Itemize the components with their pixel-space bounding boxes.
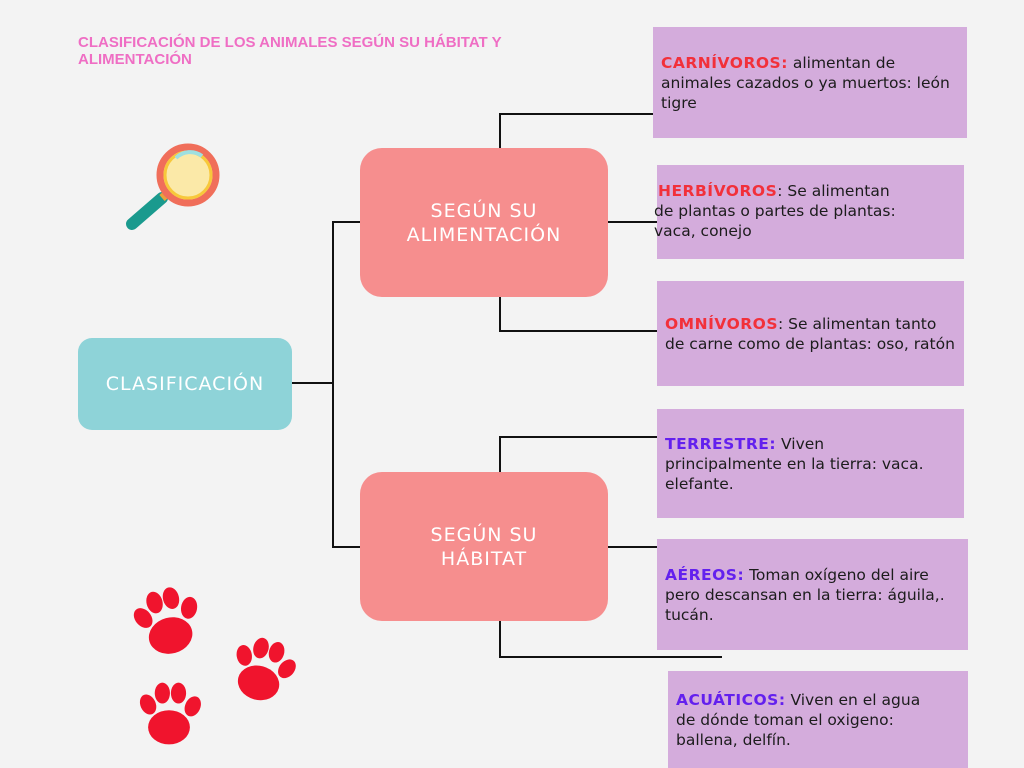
magnifier-icon: [126, 143, 220, 230]
leaf-term: TERRESTRE:: [665, 434, 777, 453]
leaf-text: : Se alimentan de plantas o partes de pl…: [654, 182, 896, 240]
paw-icon: [223, 631, 302, 709]
leaf-term: AÉREOS:: [665, 565, 745, 584]
branch-habitat: SEGÚN SU HÁBITAT: [360, 472, 608, 621]
leaf-text: Toman oxígeno del aire pero descansan en…: [665, 565, 945, 624]
leaf-term: HERBÍVOROS: [658, 182, 778, 200]
leaf-acuaticos: ACUÁTICOS: Viven en el agua de dónde tom…: [668, 671, 968, 768]
leaf-term: OMNÍVOROS: [665, 314, 779, 333]
branch-food: SEGÚN SU ALIMENTACIÓN: [360, 148, 608, 297]
page-title: CLASIFICACIÓN DE LOS ANIMALES SEGÚN SU H…: [78, 34, 502, 68]
leaf-carnivoros: CARNÍVOROS: alimentan de animales cazado…: [653, 27, 967, 138]
root-node: CLASIFICACIÓN: [78, 338, 292, 430]
leaf-text: Viven en el agua de dónde toman el oxige…: [676, 690, 921, 749]
leaf-text: Viven principalmente en la tierra: vaca.…: [665, 434, 924, 493]
branch-habitat-label: SEGÚN SU HÁBITAT: [430, 523, 538, 570]
leaf-text: : Se alimentan tanto de carne como de pl…: [665, 314, 955, 353]
leaf-herbivoros: HERBÍVOROS: Se alimentan de plantas o pa…: [654, 165, 964, 259]
paw-icon: [136, 682, 205, 745]
branch-food-label: SEGÚN SU ALIMENTACIÓN: [406, 199, 562, 246]
paw-icon: [125, 580, 211, 662]
leaf-text: alimentan de animales cazados o ya muert…: [661, 53, 950, 112]
leaf-term: CARNÍVOROS:: [661, 53, 788, 72]
leaf-term: ACUÁTICOS:: [676, 690, 786, 709]
root-label: CLASIFICACIÓN: [105, 373, 265, 395]
leaf-aereos: AÉREOS: Toman oxígeno del aire pero desc…: [657, 539, 968, 650]
leaf-omnivoros: OMNÍVOROS: Se alimentan tanto de carne c…: [657, 281, 964, 386]
leaf-terrestre: TERRESTRE: Viven principalmente en la ti…: [657, 409, 964, 518]
